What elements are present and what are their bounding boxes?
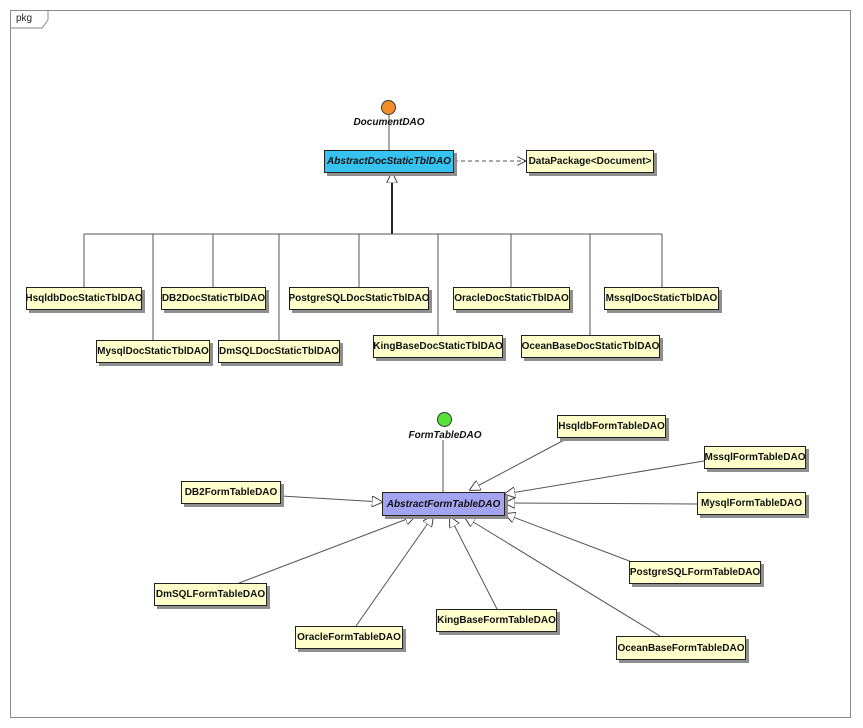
mssql-doc-static-tbl-dao-class[interactable]: MssqlDocStaticTblDAO: [604, 287, 719, 310]
document-dao-label: DocumentDAO: [353, 117, 425, 128]
abstract-form-table-dao-class[interactable]: AbstractFormTableDAO: [382, 492, 505, 516]
postgresql-doc-static-tbl-dao-class[interactable]: PostgreSQLDocStaticTblDAO: [288, 287, 430, 310]
gen-kingbase-form: [450, 517, 498, 610]
postgresql-form-table-dao-class[interactable]: PostgreSQLFormTableDAO: [629, 561, 761, 584]
gen-oceanbase-form: [465, 517, 661, 637]
mysql-form-table-dao-class[interactable]: MysqlFormTableDAO: [697, 492, 806, 515]
gen-hsqldb-form: [470, 438, 567, 490]
db2-form-table-dao-class[interactable]: DB2FormTableDAO: [181, 481, 281, 504]
oracle-doc-static-tbl-dao-class[interactable]: OracleDocStaticTblDAO: [453, 287, 570, 310]
dmsql-form-table-dao-class[interactable]: DmSQLFormTableDAO: [154, 583, 267, 606]
package-tab: [10, 10, 49, 29]
dmsql-doc-static-tbl-dao-class[interactable]: DmSQLDocStaticTblDAO: [218, 340, 340, 363]
gen-dmsql-form: [238, 516, 415, 584]
gen-db2-form: [280, 495, 382, 502]
form-generalizations: [238, 438, 705, 637]
oceanbase-form-table-dao-class[interactable]: OceanBaseFormTableDAO: [616, 636, 746, 660]
package-frame: [10, 10, 851, 718]
gen-mssql-form: [505, 460, 705, 494]
hsqldb-form-table-dao-class[interactable]: HsqldbFormTableDAO: [557, 415, 666, 438]
package-label: pkg: [16, 13, 33, 24]
oracle-form-table-dao-class[interactable]: OracleFormTableDAO: [295, 626, 403, 649]
gen-mysql-form: [505, 503, 698, 504]
document-dao-interface-icon: [381, 100, 396, 115]
oceanbase-doc-static-tbl-dao-class[interactable]: OceanBaseDocStaticTblDAO: [521, 335, 660, 358]
mysql-doc-static-tbl-dao-class[interactable]: MysqlDocStaticTblDAO: [96, 340, 210, 363]
kingbase-form-table-dao-class[interactable]: KingBaseFormTableDAO: [436, 609, 557, 632]
gen-postgresql-form: [505, 514, 633, 563]
abstract-doc-static-tbl-dao-class[interactable]: AbstractDocStaticTblDAO: [324, 150, 454, 173]
generalization-drops: [83, 234, 663, 340]
mssql-form-table-dao-class[interactable]: MssqlFormTableDAO: [704, 446, 806, 469]
db2-doc-static-tbl-dao-class[interactable]: DB2DocStaticTblDAO: [161, 287, 266, 310]
hsqldb-doc-static-tbl-dao-class[interactable]: HsqldbDocStaticTblDAO: [25, 287, 143, 310]
form-table-dao-label: FormTableDAO: [408, 430, 482, 441]
kingbase-doc-static-tbl-dao-class[interactable]: KingBaseDocStaticTblDAO: [373, 335, 503, 358]
data-package-class[interactable]: DataPackage<Document>: [526, 150, 654, 173]
gen-oracle-form: [355, 516, 433, 627]
form-table-dao-interface-icon: [437, 412, 452, 427]
